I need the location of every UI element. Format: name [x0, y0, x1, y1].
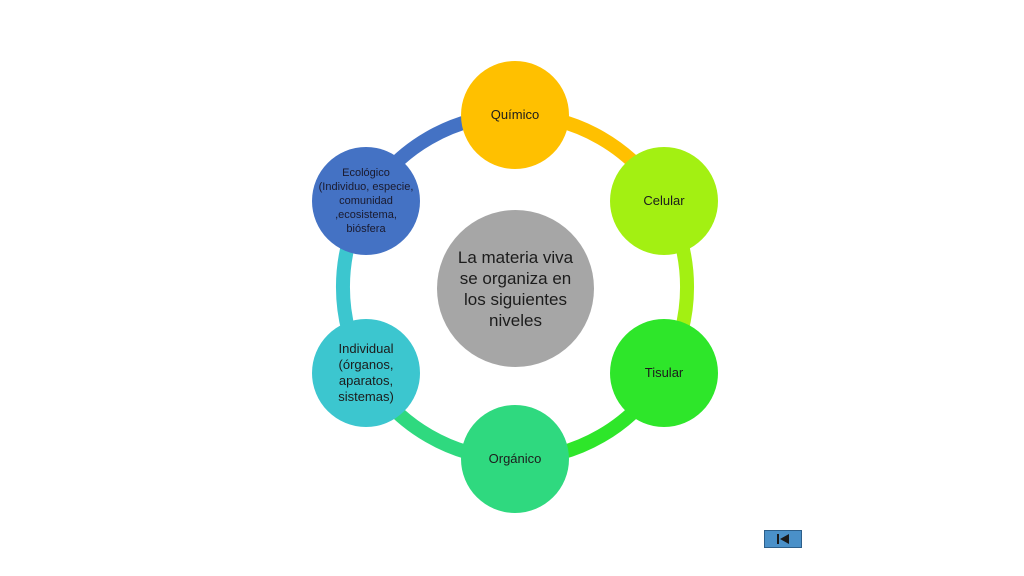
level-label: Ecológico (Individuo, especie, comunidad…	[318, 167, 414, 235]
level-node-tisular: Tisular	[610, 319, 718, 427]
level-label: Orgánico	[488, 451, 542, 466]
back-to-start-button[interactable]	[764, 530, 802, 548]
level-label: Individual (órganos, aparatos, sistemas)	[338, 341, 394, 404]
level-node-ecologico: Ecológico (Individuo, especie, comunidad…	[312, 147, 420, 255]
skip-back-icon	[777, 534, 789, 544]
center-label: La materia viva se organiza en los sigui…	[457, 247, 574, 330]
level-label: Químico	[490, 107, 540, 122]
center-node: La materia viva se organiza en los sigui…	[437, 210, 594, 367]
level-node-celular: Celular	[610, 147, 718, 255]
level-node-organico: Orgánico	[461, 405, 569, 513]
level-label: Celular	[643, 193, 685, 208]
level-node-individual: Individual (órganos, aparatos, sistemas)	[312, 319, 420, 427]
level-label: Tisular	[644, 365, 684, 380]
level-node-quimico: Químico	[461, 61, 569, 169]
